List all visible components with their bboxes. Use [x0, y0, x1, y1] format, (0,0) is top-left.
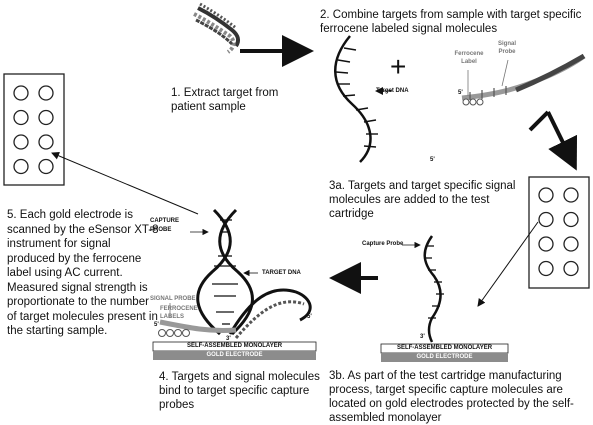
label-5prime-signal: 5' — [458, 90, 463, 96]
step-5-text: 5. Each gold electrode is scanned by the… — [7, 209, 159, 337]
right-cartridge-electrode-0-1 — [563, 187, 579, 203]
left-cartridge-electrode-1-1 — [38, 109, 54, 126]
label-3prime-capture: 3' — [420, 334, 425, 340]
bound-complex — [152, 208, 317, 360]
right-cartridge-electrode-3-1 — [563, 260, 579, 277]
label-target-dna-caps: TARGET DNA — [262, 270, 301, 276]
arrow-2-to-3a — [528, 110, 578, 171]
sample-dna-icon — [193, 2, 241, 54]
sam-label-3b: SELF-ASSEMBLED MONOLAYER — [396, 345, 493, 351]
label-target-dna: Target DNA — [376, 88, 409, 94]
right-cartridge-electrode-3-0 — [538, 260, 554, 277]
label-signal-probe-caps: SIGNAL PROBE — [150, 296, 196, 302]
cartridge-left — [3, 73, 65, 186]
label-3prime-complex: 3' — [226, 336, 231, 342]
right-cartridge-electrode-2-1 — [563, 236, 579, 252]
right-cartridge-electrode-1-0 — [538, 211, 554, 228]
right-cartridge-electrode-0-0 — [538, 187, 554, 203]
arrow-4-to-5 — [51, 152, 199, 215]
label-ferrocene-labels-caps: FERROCENE LABELS — [160, 306, 198, 320]
step-4-text: 4. Targets and signal molecules bind to … — [159, 371, 320, 411]
label-5prime-target: 5' — [430, 157, 435, 163]
label-5prime-left: 5' — [154, 322, 159, 328]
plus-sign: + — [390, 51, 407, 82]
gold-electrode-label-3b: GOLD ELECTRODE — [416, 354, 473, 360]
label-capture-probe: Capture Probe — [362, 241, 404, 247]
left-cartridge-electrode-3-1 — [38, 158, 54, 175]
signal-probe-molecule — [461, 53, 586, 106]
left-cartridge-electrode-2-1 — [38, 134, 54, 150]
arrow-3a-to-3b — [477, 221, 539, 307]
target-dna-strand — [334, 35, 378, 163]
sam-label-4: SELF-ASSEMBLED MONOLAYER — [186, 343, 283, 349]
step-3b-text: 3b. As part of the test cartridge manufa… — [329, 370, 574, 424]
label-signal-probe: Signal Probe — [497, 41, 516, 55]
right-cartridge-electrode-1-1 — [563, 211, 579, 228]
right-cartridge-electrode-2-0 — [538, 236, 554, 252]
capture-probe-electrode — [380, 235, 509, 362]
label-5prime-right: 5' — [307, 314, 312, 320]
cartridge-right — [528, 176, 590, 289]
left-cartridge-electrode-1-0 — [13, 109, 29, 126]
left-cartridge-electrode-3-0 — [13, 158, 29, 175]
gold-electrode-label-4: GOLD ELECTRODE — [206, 352, 263, 358]
left-cartridge-electrode-0-0 — [13, 85, 29, 101]
left-cartridge-electrode-2-0 — [13, 134, 29, 150]
label-ferrocene: Ferrocene Label — [454, 51, 484, 65]
step-2-text: 2. Combine targets from sample with targ… — [320, 9, 582, 35]
label-capture-probe-caps: CAPTURE PROBE — [150, 218, 180, 233]
step-3a-text: 3a. Targets and target specific signal m… — [329, 180, 516, 220]
left-cartridge-electrode-0-1 — [38, 85, 54, 101]
step-1-text: 1. Extract target from patient sample — [171, 87, 279, 113]
